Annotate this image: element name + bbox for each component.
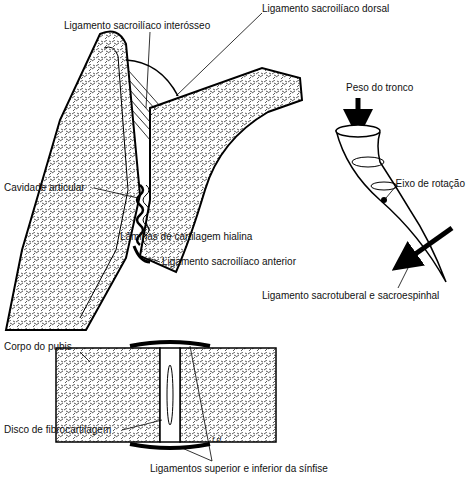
ilium-cortex [80,47,128,318]
part-label: Ligamento sacroilíaco anterior [162,256,296,268]
part-label: Disco de fibrocartilagem [4,424,111,436]
sacrum-rotation-figure [336,98,452,288]
part-label: Ligamento sacroilíaco dorsal [262,3,389,15]
leader-lines [94,13,262,262]
part-label: Peso do tronco [346,82,413,94]
part-label: Corpo do pubis [4,341,72,353]
part-label: Ligamentos superior e inferior da sínfis… [150,463,328,475]
anterior-ligament [134,246,150,262]
part-label: Eixo de rotação [396,178,466,190]
part-label: Lâminas de cartilagem hialina [120,231,252,243]
ilium-section [6,32,140,330]
part-label: Ligamento sacroilíaco interósseo [64,20,210,32]
ligament-fibres [126,60,178,140]
leader-lines [80,346,212,461]
part-label: Ligamento sacrotuberal e sacroespinhal [262,290,439,302]
part-label: Cavidade articular [4,182,85,194]
part-label: f.d. [212,434,223,446]
